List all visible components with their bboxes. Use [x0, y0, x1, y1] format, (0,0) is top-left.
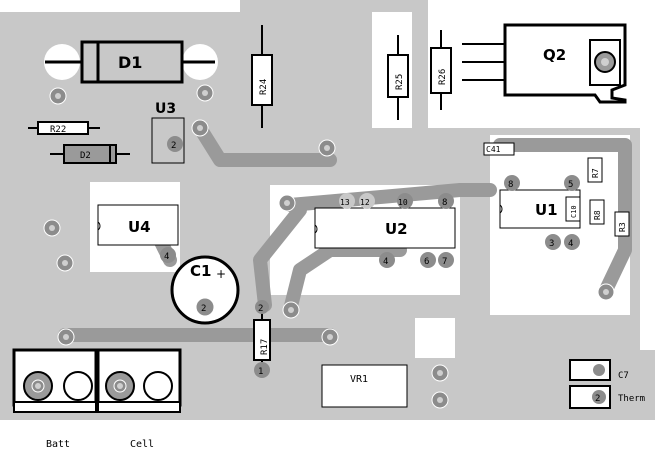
u2-pin-10: 10	[398, 198, 408, 207]
resistor-r26: R26	[430, 30, 452, 110]
u4-pin: 4	[164, 252, 169, 262]
r3-label: R3	[618, 222, 627, 232]
terminal-batt	[12, 348, 98, 413]
therm-pin: 2	[595, 394, 600, 404]
d2-label: D2	[80, 151, 91, 161]
u3-label: U3	[155, 101, 176, 117]
c41-label: C41	[486, 145, 501, 154]
transistor-q2: Q2	[462, 23, 627, 104]
capacitor-c1: C1 +	[170, 255, 240, 325]
vr1-label: VR1	[350, 374, 368, 385]
u2-pin-6: 6	[424, 257, 429, 267]
c7-label: C7	[618, 371, 629, 381]
resistor-r3: R3	[614, 211, 630, 237]
c1-plus: +	[216, 267, 226, 281]
r17-pin: 1	[258, 367, 263, 377]
r17-top-pin: 2	[258, 304, 263, 314]
c10-label: C10	[570, 205, 578, 218]
cutout-top-left	[0, 0, 240, 12]
u1-pin-8: 8	[508, 180, 513, 190]
label-batt: Batt	[46, 439, 71, 450]
u1-pin-4: 4	[568, 239, 573, 249]
c1-pin: 2	[201, 304, 206, 314]
resistor-r24: R24	[251, 25, 273, 128]
r22-label: R22	[50, 125, 66, 135]
r26-label: R26	[438, 69, 448, 85]
diode-d2: D2	[50, 144, 130, 164]
r17-label: R17	[260, 339, 270, 355]
resistor-r25: R25	[387, 35, 409, 120]
r8-label: R8	[593, 210, 602, 220]
terminal-cell	[96, 348, 182, 413]
capacitor-c41: C41	[483, 142, 515, 156]
resistor-r8: R8	[589, 199, 605, 225]
r7-label: R7	[591, 168, 600, 178]
diode-d1: D1	[44, 40, 218, 84]
trimmer-vr1: VR1	[321, 364, 408, 408]
resistor-r7: R7	[587, 157, 603, 183]
u1-pin-3: 3	[549, 239, 554, 249]
r25-label: R25	[395, 74, 405, 90]
d1-label: D1	[118, 53, 142, 72]
cutout-vr-area	[415, 318, 455, 358]
numbered-pads: 2 4 13 12 10 8 4 6 7 8 5 3 4 2 2 1 2	[160, 136, 606, 404]
c1-label: C1	[190, 262, 211, 280]
resistor-r22: R22	[28, 121, 100, 135]
u2-pin-4: 4	[383, 257, 388, 267]
u4-label: U4	[128, 218, 151, 236]
r24-label: R24	[259, 79, 269, 95]
u3-pin: 2	[171, 141, 176, 151]
capacitor-c10: C10	[565, 196, 581, 222]
u2-pin-13: 13	[340, 198, 350, 207]
cutout-right-strip	[640, 128, 655, 420]
u2-pin-7: 7	[442, 257, 447, 267]
therm-label: Therm	[618, 394, 645, 404]
u2-pin-8: 8	[442, 198, 447, 208]
u2-pin-12: 12	[360, 198, 370, 207]
resistor-r17: R17	[253, 305, 271, 372]
cutout-bottom	[0, 420, 672, 451]
pad	[195, 297, 215, 317]
ic-u2: U2	[314, 207, 456, 249]
pad-holes	[35, 90, 609, 403]
u1-pin-5: 5	[568, 180, 573, 190]
ic-u4: U4	[97, 204, 179, 246]
u2-label: U2	[385, 220, 408, 238]
u1-label: U1	[535, 201, 558, 219]
regulator-u3: U3	[151, 101, 185, 164]
label-cell: Cell	[130, 439, 155, 450]
q2-label: Q2	[543, 46, 566, 64]
